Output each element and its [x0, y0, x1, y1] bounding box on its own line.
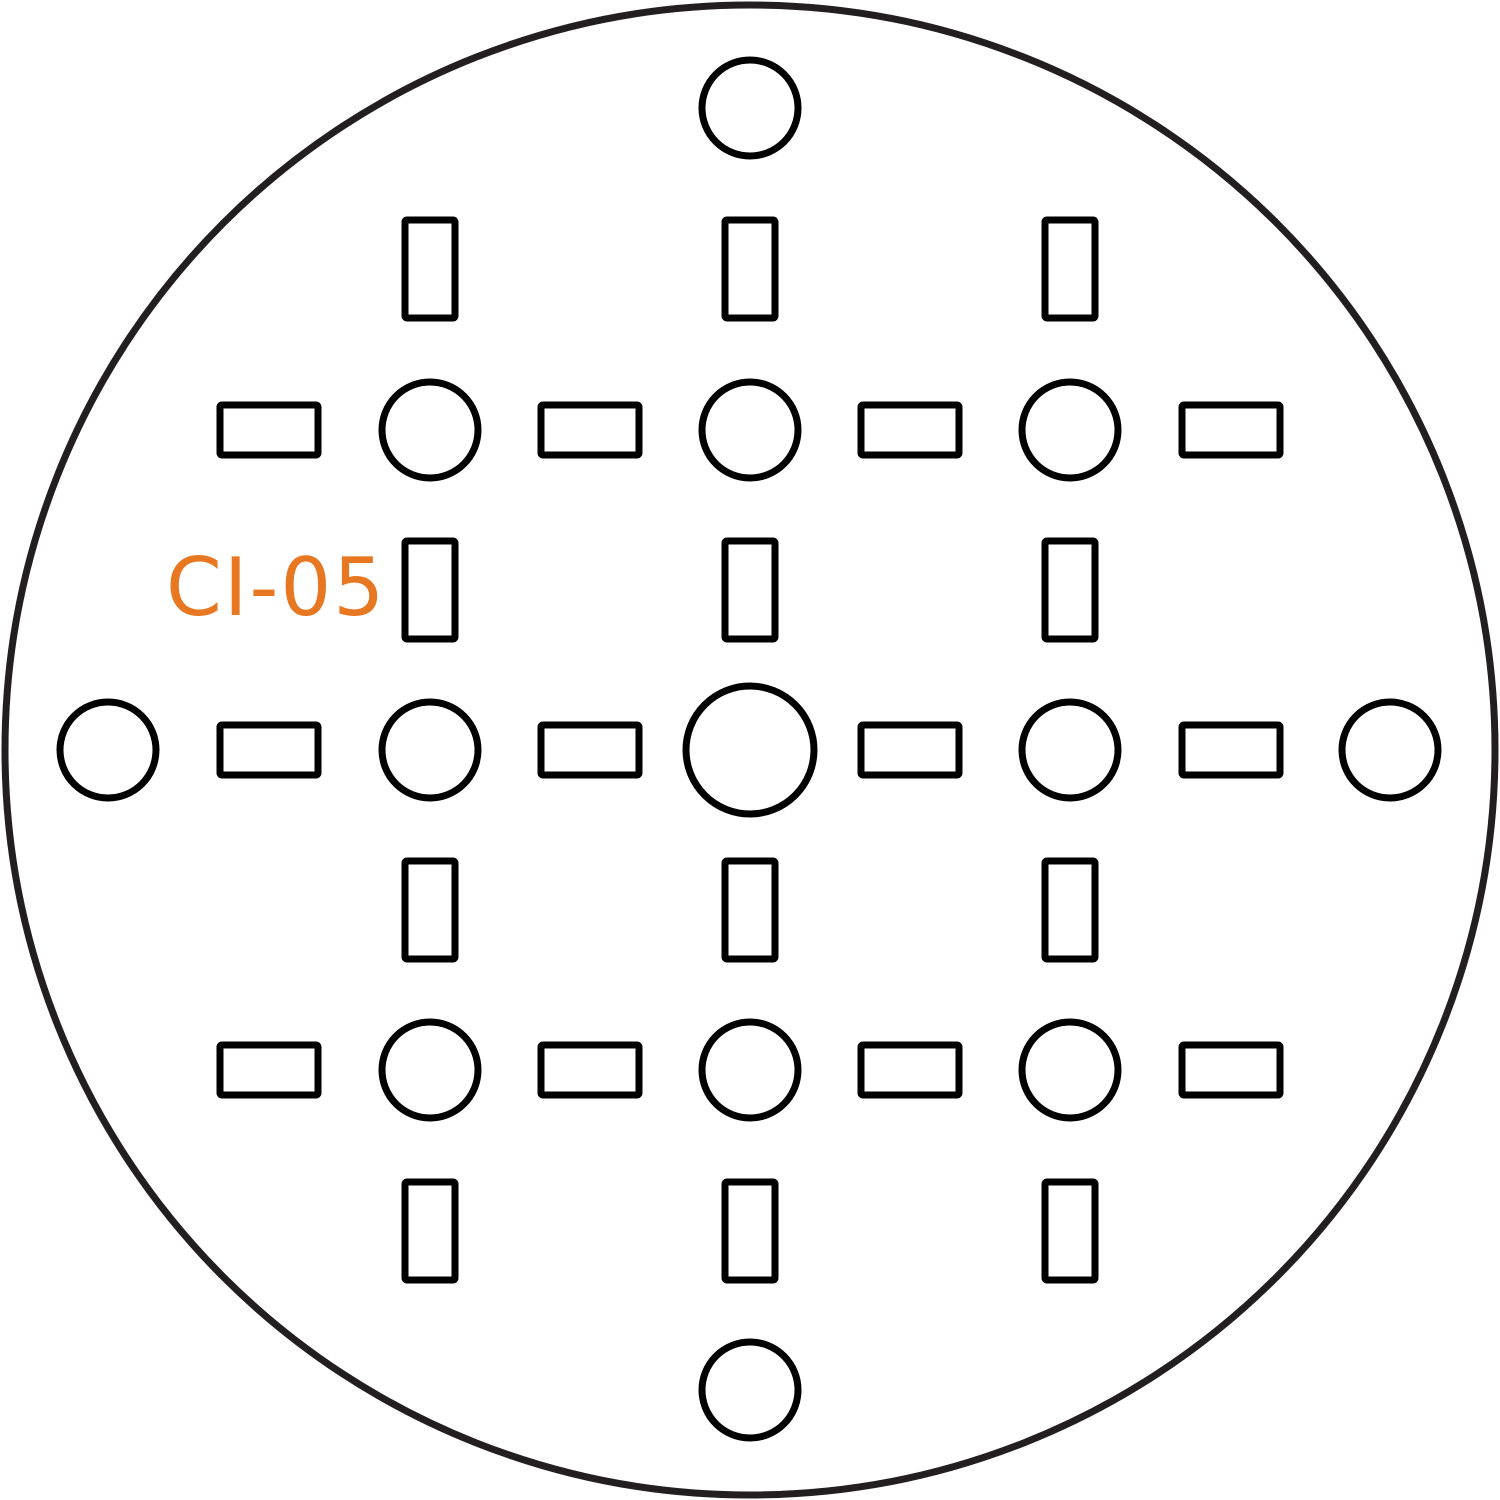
horizontal-slot: [216, 721, 322, 779]
outer-round-hole: [1338, 698, 1442, 802]
vertical-slot: [1041, 857, 1099, 963]
horizontal-slot: [537, 1041, 643, 1099]
vertical-slot: [1041, 216, 1099, 322]
round-hole: [378, 698, 482, 802]
center-hole: [682, 682, 818, 818]
horizontal-slot: [857, 1041, 963, 1099]
horizontal-slot: [1178, 401, 1284, 459]
outer-round-hole: [698, 1338, 802, 1442]
vertical-slot: [721, 857, 779, 963]
vertical-slot: [1041, 1178, 1099, 1284]
horizontal-slot: [857, 401, 963, 459]
round-hole: [378, 378, 482, 482]
round-hole: [698, 1018, 802, 1122]
vertical-slot: [401, 537, 459, 643]
outer-round-hole: [698, 56, 802, 160]
outer-round-hole: [56, 698, 160, 802]
horizontal-slot: [216, 401, 322, 459]
horizontal-slot: [537, 401, 643, 459]
round-hole: [698, 378, 802, 482]
plate-label: CI-05: [166, 541, 386, 634]
horizontal-slot: [857, 721, 963, 779]
horizontal-slot: [537, 721, 643, 779]
horizontal-slot: [216, 1041, 322, 1099]
vertical-slot: [1041, 537, 1099, 643]
vertical-slot: [401, 216, 459, 322]
vertical-slot: [401, 1178, 459, 1284]
horizontal-slot: [1178, 721, 1284, 779]
hole-pattern: [56, 56, 1442, 1442]
round-hole: [1018, 1018, 1122, 1122]
round-hole: [1018, 378, 1122, 482]
round-hole: [1018, 698, 1122, 802]
vertical-slot: [721, 537, 779, 643]
vertical-slot: [721, 1178, 779, 1284]
vertical-slot: [401, 857, 459, 963]
round-hole: [378, 1018, 482, 1122]
horizontal-slot: [1178, 1041, 1284, 1099]
vertical-slot: [721, 216, 779, 322]
